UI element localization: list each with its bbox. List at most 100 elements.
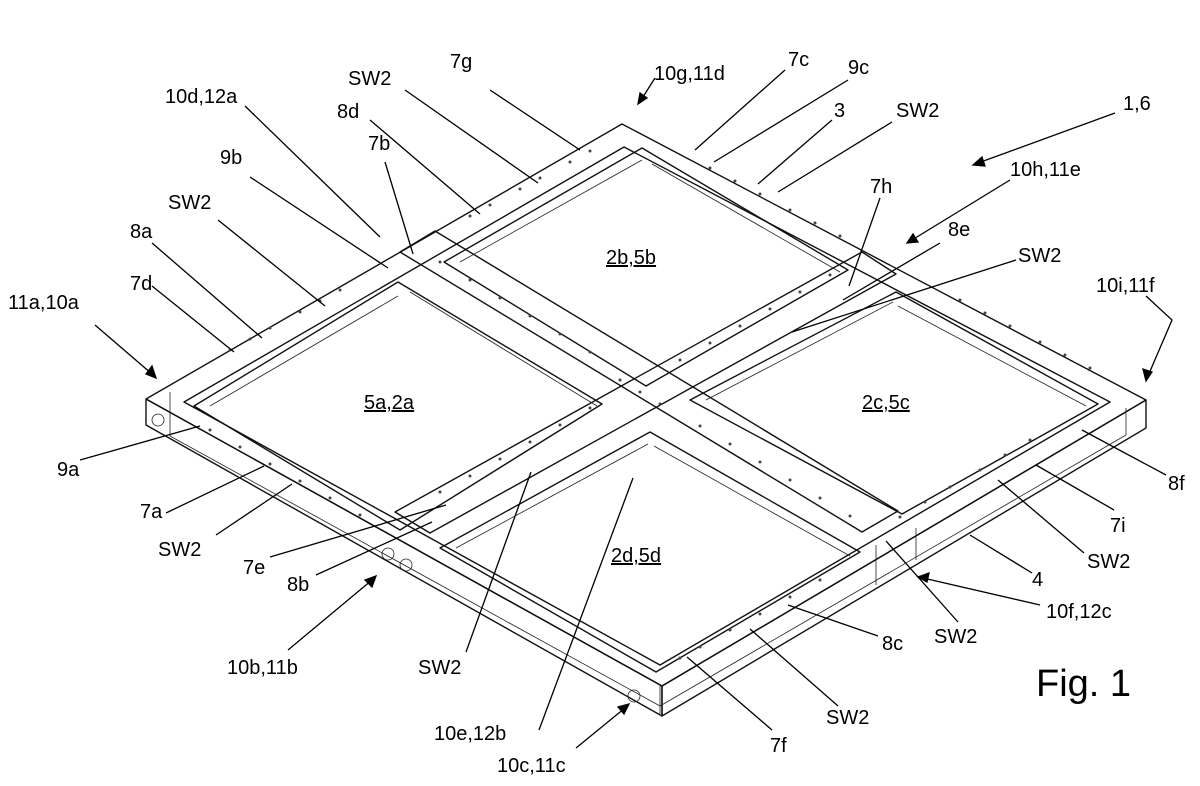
arrowhead (637, 91, 649, 106)
pointer-arrows (94, 77, 1173, 749)
arrowhead (916, 571, 930, 583)
opening-depth-line (897, 305, 1087, 407)
leader-line (151, 285, 235, 353)
outer-frame-front-right-side (661, 399, 1147, 717)
label-10e-12b: 10e,12b (434, 723, 506, 745)
arrow (977, 112, 1116, 164)
label-9c: 9c (848, 57, 869, 79)
label-8e: 8e (948, 219, 970, 241)
label-3: 3 (834, 100, 845, 122)
leader-line (1035, 464, 1115, 511)
outer-frame-top (145, 123, 1147, 687)
label-10b-11b: 10b,11b (227, 657, 298, 679)
leader-line (885, 540, 959, 623)
cross-beam-nw-se (399, 230, 899, 533)
label-8d: 8d (337, 101, 359, 123)
label-10g-11d: 10g,11d (654, 63, 725, 85)
label-sw2-lower-left: SW2 (158, 539, 201, 561)
leader-line (151, 242, 263, 339)
leader-line (384, 161, 414, 255)
leader-line (694, 69, 786, 151)
label-7d: 7d (130, 273, 152, 295)
compartment-opening-2b-5b (443, 147, 849, 387)
label-sw2-upper-right: SW2 (896, 100, 939, 122)
arrow (1145, 295, 1173, 377)
frame-drawing (145, 123, 1147, 717)
leader-line (215, 483, 293, 536)
leader-line (749, 628, 839, 707)
leader-line (249, 176, 389, 269)
arrowhead (905, 232, 920, 244)
label-sw2-center-bottom: SW2 (418, 657, 461, 679)
label-10f-12c: 10f,12c (1046, 601, 1112, 623)
leader-line (217, 219, 326, 307)
compartment-label-5a-2a: 5a,2a (364, 392, 415, 414)
arrowhead (971, 155, 986, 167)
bolt-circle (399, 558, 413, 572)
opening-depth-line (455, 443, 649, 549)
arrow (575, 707, 626, 749)
label-7i: 7i (1110, 515, 1126, 537)
leader-line (165, 465, 265, 514)
arrowhead (363, 574, 378, 589)
leader-line (787, 604, 879, 637)
bolt-circle (627, 689, 641, 703)
screw-hole-dots (208, 149, 1092, 660)
label-7c: 7c (788, 49, 809, 71)
label-sw2-upper-left: SW2 (168, 192, 211, 214)
leader-line (369, 119, 481, 215)
bolt-circle (151, 413, 165, 427)
leader-line (969, 534, 1033, 574)
label-7e: 7e (243, 557, 265, 579)
leader-lines (79, 69, 1167, 731)
compartment-opening-5a-2a (193, 281, 603, 531)
label-sw2-top: SW2 (348, 68, 391, 90)
arrowhead (616, 702, 631, 716)
label-7g: 7g (450, 51, 472, 73)
leader-line (1081, 429, 1167, 476)
leader-line (757, 119, 833, 185)
frame-inner-edge (183, 146, 1111, 666)
leader-line (244, 105, 381, 238)
label-10i-11f: 10i,11f (1096, 275, 1155, 297)
label-8f: 8f (1168, 473, 1185, 495)
label-7f: 7f (770, 735, 787, 757)
arrow (911, 179, 1011, 241)
label-sw2-front-corner: SW2 (934, 626, 977, 648)
leader-line (79, 425, 201, 461)
leader-line (489, 89, 581, 151)
label-sw2-lower-right: SW2 (1087, 551, 1130, 573)
label-4: 4 (1032, 569, 1043, 591)
label-7h: 7h (870, 176, 892, 198)
leader-line (538, 477, 634, 731)
compartment-label-2d-5d: 2d,5d (611, 545, 661, 567)
leader-line (997, 479, 1085, 554)
compartment-opening-2d-5d (439, 431, 861, 673)
leader-line (777, 121, 893, 193)
label-7a: 7a (140, 501, 163, 523)
label-8a: 8a (130, 221, 153, 243)
opening-depth-line (409, 291, 598, 407)
compartment-opening-2c-5c (689, 291, 1099, 515)
arrowhead (144, 364, 158, 380)
opening-depth-line (209, 295, 399, 407)
opening-depth-line (459, 159, 643, 263)
label-sw2-bottom-right: SW2 (826, 707, 869, 729)
leader-line (842, 242, 941, 301)
leader-line (686, 656, 773, 731)
arrow (94, 324, 153, 375)
label-1-6: 1,6 (1123, 93, 1151, 115)
label-7b: 7b (368, 133, 390, 155)
opening-depth-line (651, 163, 841, 273)
label-10d-12a: 10d,12a (165, 86, 238, 108)
compartment-label-2b-5b: 2b,5b (606, 247, 656, 269)
opening-depth-line (653, 445, 851, 557)
leader-line (713, 79, 849, 163)
reference-labels: SW2 7g 10g,11d 7c 9c 10d,12a 8d 3 SW2 1,… (8, 49, 1185, 777)
label-10h-11e: 10h,11e (1010, 159, 1081, 181)
label-9b: 9b (220, 147, 242, 169)
label-8c: 8c (882, 633, 903, 655)
leader-line (791, 259, 1017, 333)
bolt-circle (381, 547, 395, 561)
label-10c-11c: 10c,11c (497, 755, 566, 777)
